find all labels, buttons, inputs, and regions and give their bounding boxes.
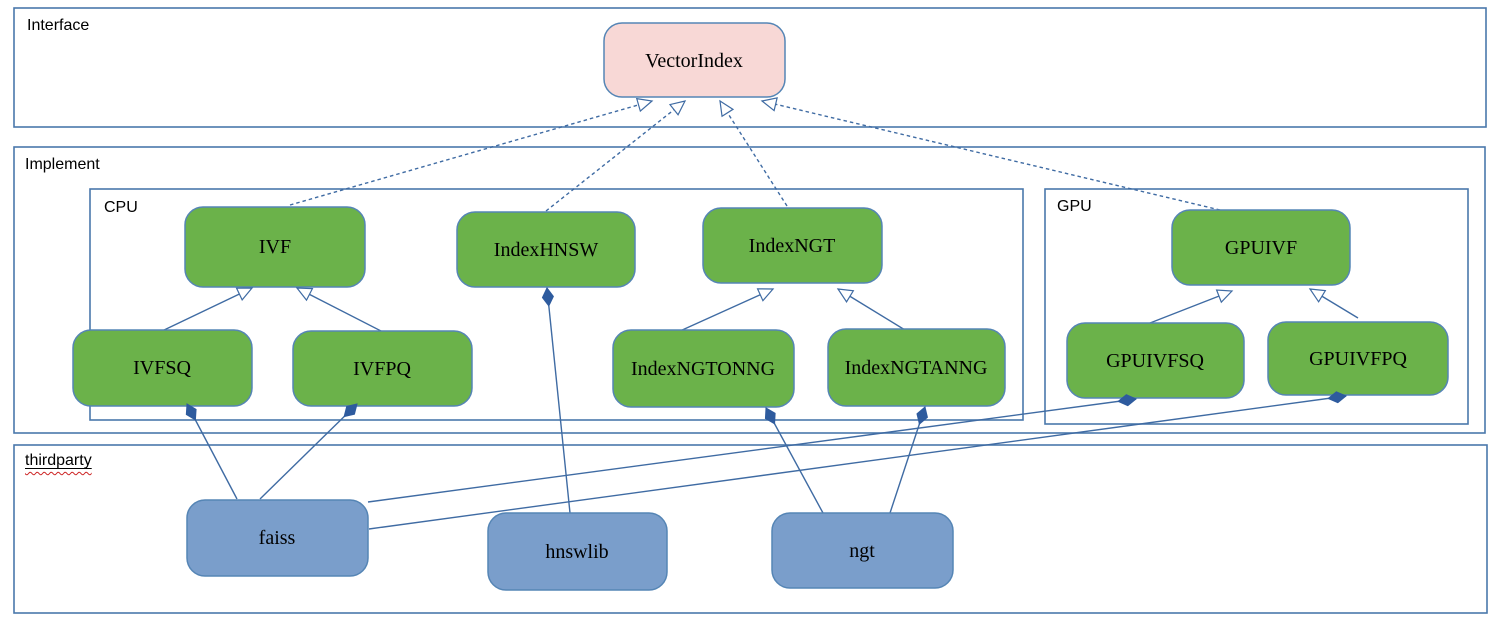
node-ivfpq: IVFPQ [292,330,473,407]
node-ivfpq-label: IVFPQ [353,358,411,380]
node-vectorindex-box [603,22,786,98]
container-interface [13,7,1487,128]
container-thirdparty-label: thirdparty [25,452,92,470]
node-gpuivfsq-label: GPUIVFSQ [1106,350,1204,372]
node-gpuivf: GPUIVF [1171,209,1351,286]
inherit-arrowhead-ngtanng [836,288,855,303]
composition-diamond-ngtonng [764,407,776,425]
node-indexngt-label: IndexNGT [749,235,836,257]
container-cpu-label: CPU [104,199,138,216]
node-indexngt: IndexNGT [702,207,883,284]
composition-diamond-ivfpq [343,403,358,418]
node-indexngtonng-box [612,329,795,408]
node-hnswlib-box [487,512,668,591]
edge-hnswlib-indexhnsw [546,287,571,514]
composition-diamond-ngtanng [916,406,928,426]
composition-diamond-indexhnsw [541,287,554,307]
inherit-arrowhead-ngtonng [756,288,775,302]
node-ngt: ngt [771,512,954,589]
node-vectorindex-label: VectorIndex [645,50,743,72]
node-indexngtonng-label: IndexNGTONNG [631,358,775,380]
edge-indexngtonng-indexngt [679,288,774,332]
node-faiss: faiss [186,499,369,577]
container-cpu [89,188,1024,421]
composition-diamond-gpuivfsq [1117,394,1137,407]
node-gpuivfpq: GPUIVFPQ [1267,321,1449,396]
node-ngt-box [771,512,954,589]
node-indexhnsw-label: IndexHNSW [494,239,599,261]
inherit-arrowhead-ivfpq [295,287,314,302]
container-thirdparty [13,444,1488,614]
container-implement-label: Implement [25,156,100,173]
node-hnswlib-label: hnswlib [545,541,608,563]
node-ngt-label: ngt [849,540,875,562]
node-gpuivfsq: GPUIVFSQ [1066,322,1245,399]
inherit-arrowhead-gpuivfpq [1308,288,1327,303]
container-gpu-label: GPU [1057,198,1092,215]
node-vectorindex: VectorIndex [603,22,786,98]
realize-arrowhead-indexngt [719,99,735,118]
node-ivf-box [184,206,366,288]
node-hnswlib: hnswlib [487,512,668,591]
inherit-arrowhead-ivfsq [235,287,254,302]
node-ivfsq-label: IVFSQ [133,357,191,379]
node-gpuivf-label: GPUIVF [1225,237,1297,259]
container-thirdparty-label-text: thirdparty [25,452,92,469]
node-indexhnsw: IndexHNSW [456,211,636,288]
node-ivfsq: IVFSQ [72,329,253,407]
inherit-arrowhead-gpuivfsq [1215,289,1234,304]
edge-ngt-indexngtonng [765,407,824,514]
spellcheck-squiggle: thirdparty [25,452,92,469]
node-indexngt-box [702,207,883,284]
composition-diamond-gpuivfpq [1327,391,1347,404]
node-ivf-label: IVF [259,236,291,258]
edge-ivf-vectorindex [289,100,653,206]
realize-arrowhead-indexhnsw [668,100,687,116]
container-implement [13,146,1486,434]
node-gpuivfpq-label: GPUIVFPQ [1309,348,1407,370]
node-gpuivf-box [1171,209,1351,286]
node-ivfsq-box [72,329,253,407]
edge-gpuivf-vectorindex [761,100,1221,211]
container-interface-label: Interface [27,17,90,34]
edge-gpuivfsq-gpuivf [1149,290,1233,324]
node-indexngtanng-label: IndexNGTANNG [845,357,988,379]
edge-ivfpq-ivf [296,287,384,333]
realize-arrowhead-ivf [635,97,654,113]
node-indexngtanng-box [827,328,1006,407]
node-gpuivfpq-box [1267,321,1449,396]
node-gpuivfsq-box [1066,322,1245,399]
edge-faiss-gpuivfpq [368,395,1347,530]
node-faiss-label: faiss [259,527,296,549]
edge-indexngt-vectorindex [719,100,788,207]
node-faiss-box [186,499,369,577]
realize-arrowhead-gpuivf [760,97,778,112]
edge-faiss-ivfpq [259,403,358,500]
node-ivfpq-box [292,330,473,407]
node-indexngtanng: IndexNGTANNG [827,328,1006,407]
edge-faiss-gpuivfsq [367,398,1137,503]
composition-diamond-ivfsq [185,403,197,421]
node-indexhnsw-box [456,211,636,288]
edge-indexhnsw-vectorindex [545,100,686,212]
edge-ivfsq-ivf [161,287,253,332]
node-indexngtonng: IndexNGTONNG [612,329,795,408]
container-gpu [1044,188,1469,425]
node-ivf: IVF [184,206,366,288]
